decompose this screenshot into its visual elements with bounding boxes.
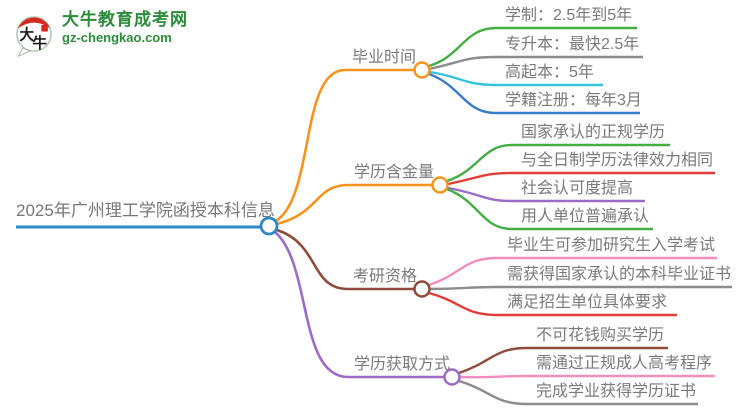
site-logo[interactable]: 大 牛 大牛教育成考网 gz-chengkao.com — [12, 10, 188, 58]
leaf-need-diploma[interactable]: 需获得国家承认的本科毕业证书 — [507, 266, 732, 283]
edge-leaf-study-length — [428, 26, 637, 68]
logo-subtitle: gz-chengkao.com — [62, 30, 172, 45]
leaf-social-recognition[interactable]: 社会认可度提高 — [521, 180, 634, 197]
branch-degree-value[interactable]: 学历含金量 — [354, 164, 435, 181]
edge-branch-postgrad-eligibility — [276, 228, 415, 291]
central-node-circle[interactable] — [259, 216, 279, 236]
edge-leaf-formal-gaokao-process — [459, 374, 715, 379]
edge-leaf-gaoqiben — [429, 70, 603, 87]
dainiu-cow-logo-icon: 大 牛 — [16, 16, 52, 58]
leaf-employer-recognition[interactable]: 用人单位普遍承认 — [521, 208, 650, 225]
svg-text:牛: 牛 — [32, 34, 47, 52]
leaf-state-recognized[interactable]: 国家承认的正规学历 — [521, 124, 666, 141]
leaf-enrollment-registration[interactable]: 学籍注册：每年3月 — [505, 92, 642, 109]
edge-branch-graduation-time — [275, 68, 415, 223]
leaf-equal-legal-effect[interactable]: 与全日制学历法律效力相同 — [521, 152, 714, 169]
edge-branch-degree-acquisition — [274, 231, 445, 379]
leaf-complete-studies[interactable]: 完成学业获得学历证书 — [536, 383, 697, 400]
edge-leaf-complete-studies — [458, 379, 698, 406]
leaf-zhuanshengben[interactable]: 专升本：最快2.5年 — [505, 36, 640, 53]
leaf-formal-gaokao-process[interactable]: 需通过正规成人高考程序 — [536, 355, 713, 372]
leaf-study-length[interactable]: 学制：2.5年到5年 — [505, 7, 633, 24]
leaf-postgrad-exam[interactable]: 毕业生可参加研究生入学考试 — [507, 237, 716, 254]
branch-degree-acquisition[interactable]: 学历获取方式 — [354, 356, 451, 373]
edge-leaf-cannot-buy-degree — [458, 346, 668, 375]
edge-leaf-employer-recognition — [446, 187, 653, 231]
branch-circle-postgrad-eligibility[interactable] — [413, 280, 431, 298]
branch-circle-graduation-time[interactable] — [413, 61, 431, 79]
branch-postgrad-eligibility[interactable]: 考研资格 — [353, 268, 418, 285]
edge-leaf-state-recognized — [446, 143, 670, 183]
edge-leaf-equal-legal-effect — [447, 171, 715, 186]
leaf-meet-requirements[interactable]: 满足招生单位具体要求 — [507, 294, 668, 311]
edge-leaf-social-recognition — [447, 186, 645, 203]
edge-leaf-need-diploma — [429, 285, 732, 291]
edge-branch-degree-value — [276, 183, 433, 226]
edge-leaf-zhuanshengben — [428, 55, 643, 71]
logo-title: 大牛教育成考网 — [62, 10, 188, 29]
branch-circle-degree-value[interactable] — [431, 176, 449, 194]
branch-circle-degree-acquisition[interactable] — [443, 368, 461, 386]
svg-text:大: 大 — [19, 26, 34, 44]
branch-graduation-time[interactable]: 毕业时间 — [352, 49, 417, 66]
central-topic[interactable]: 2025年广州理工学院函授本科信息 — [16, 201, 275, 220]
edge-leaf-meet-requirements — [428, 291, 677, 317]
leaf-cannot-buy-degree[interactable]: 不可花钱购买学历 — [536, 327, 665, 344]
leaf-gaoqiben[interactable]: 高起本：5年 — [505, 64, 594, 81]
edge-leaf-postgrad-exam — [428, 256, 717, 287]
edge-leaf-enrollment-registration — [428, 72, 640, 115]
